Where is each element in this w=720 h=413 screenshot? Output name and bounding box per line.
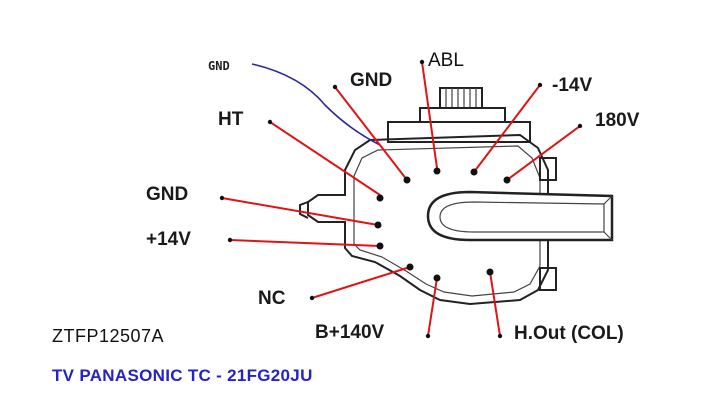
pin-nc [406,263,414,271]
ground-wire [251,63,381,146]
model-number: ZTFP12507A [52,326,164,346]
lead-ht [269,121,381,196]
pin-abl [433,167,441,175]
pins [219,59,583,339]
core-inner [439,201,605,233]
label-abl: ABL [428,50,464,71]
pin-b140v [433,274,441,282]
label-180v: 180V [595,110,640,131]
top-collar [419,107,506,123]
lead-b140v [427,277,438,337]
lead-plus14v [229,239,381,247]
lead-gnd-upper [334,86,408,181]
pin-plus14v [376,242,384,250]
label-gnd-left: GND [146,184,188,205]
lead-nc [311,266,411,299]
lead-minus14v [473,84,541,173]
label-hout: H.Out (COL) [514,323,624,344]
label-b140v: B+140V [315,322,385,343]
lead-hout [489,271,501,337]
label-gnd-upper: GND [350,70,392,91]
pin-minus14v [470,168,478,176]
pin-gnd-upper [403,176,411,184]
label-nc: NC [258,288,286,309]
right-clip-bottom [539,267,557,291]
flyback-transformer-body [299,87,614,306]
pin-gnd-left [374,221,382,229]
tv-model: TV PANASONIC TC - 21FG20JU [52,366,313,385]
pin-ht [376,194,384,202]
left-tab [299,201,309,219]
label-plus14v: +14V [146,229,191,250]
right-clip-top [539,157,557,181]
lead-gnd-left [221,197,379,226]
label-minus14v: -14V [552,75,592,96]
lead-abl [421,61,438,169]
pin-180v [503,176,511,184]
label-gnd-wire: GND [208,59,230,73]
label-ht: HT [218,109,244,130]
pin-hout [486,268,494,276]
lead-180v [506,125,581,181]
lead-lines [221,61,581,337]
core-opening [426,190,614,242]
